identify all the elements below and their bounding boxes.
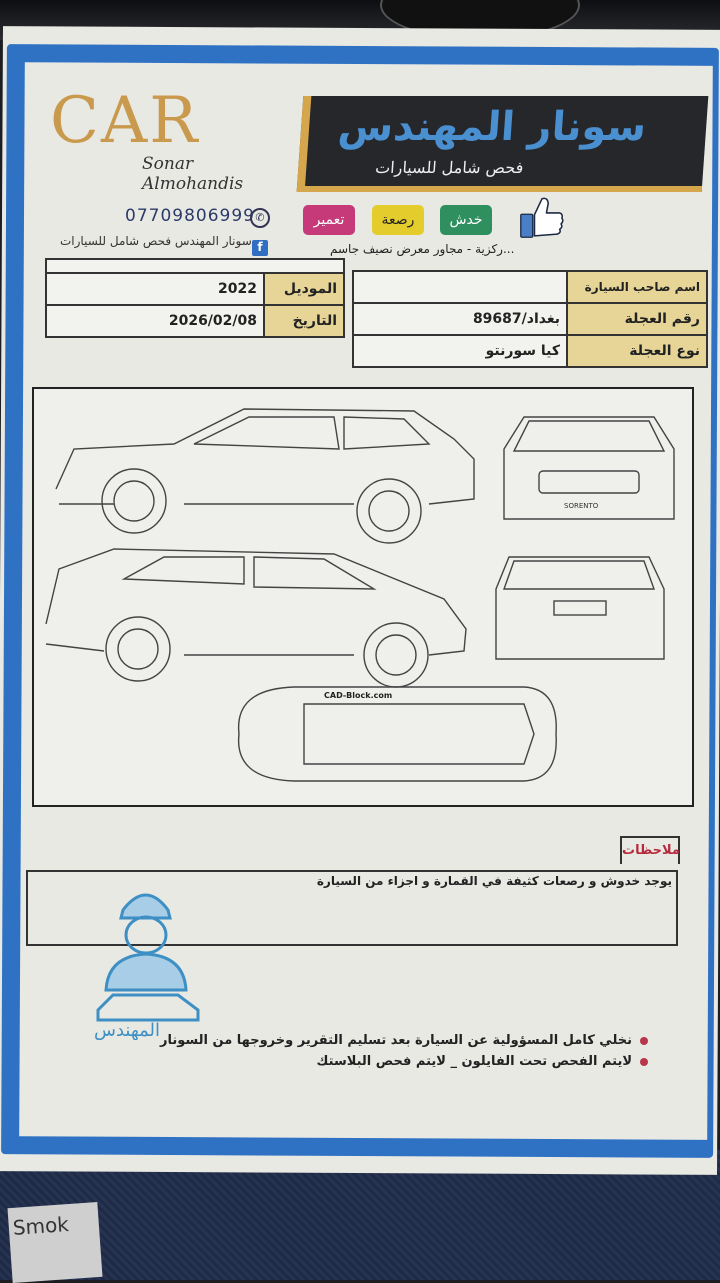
banner-title: سونار المهندس: [336, 104, 648, 150]
facebook-icon: f: [252, 240, 268, 256]
address: ...ركزية - مجاور معرض نصيف جاسم: [330, 242, 515, 256]
notes-heading: ملاحظات: [620, 836, 680, 864]
background-sign: Smok: [7, 1201, 103, 1283]
phone-number: 07709806999: [125, 206, 255, 226]
banner-subtitle: فحص شامل للسيارات: [374, 158, 525, 177]
car-side-view-left: [45, 548, 467, 688]
terms-list: نخلي كامل المسؤولية عن السيارة بعد تسليم…: [160, 1030, 648, 1072]
term-item: لايتم الفحص تحت الفايلون _ لايتم فحص الب…: [160, 1051, 648, 1072]
engineer-stamp: المهندس: [94, 893, 200, 1040]
legend-tag-dent: رصعة: [372, 205, 424, 235]
cad-block-watermark: CAD-Block.com: [324, 691, 393, 700]
brand-banner: سونار المهندس فحص شامل للسيارات: [296, 96, 709, 192]
sorento-badge: SORENTO: [564, 502, 599, 510]
legend-tag-scratch: خدش: [440, 205, 492, 235]
facebook-page-name: سونار المهندس فحص شامل للسيارات: [60, 234, 252, 248]
logo-subtitle: Sonar Almohandis: [142, 154, 244, 194]
term-item: نخلي كامل المسؤولية عن السيارة بعد تسليم…: [160, 1030, 648, 1051]
thumbs-up-icon: [520, 197, 564, 238]
car-logo: CAR Sonar Almohandis: [50, 84, 280, 194]
car-front-view: [503, 416, 675, 520]
notes-text: يوجد خدوش و رصعات كثيفة في القمارة و اجز…: [316, 874, 672, 888]
car-damage-diagram: CAD-Block.com SORENTO: [32, 387, 694, 807]
row-owner: اسم صاحب السيارة: [352, 270, 708, 304]
car-top-view: [237, 686, 557, 782]
logo-text: CAR: [50, 84, 200, 158]
notes-box: يوجد خدوش و رصعات كثيفة في القمارة و اجز…: [26, 870, 678, 946]
legend-tag-repair: تعمير: [303, 205, 355, 235]
car-side-view-right: [55, 408, 475, 544]
car-rear-view: [495, 556, 665, 660]
stamp-text: المهندس: [94, 1020, 160, 1040]
phone-icon: ✆: [250, 208, 270, 228]
